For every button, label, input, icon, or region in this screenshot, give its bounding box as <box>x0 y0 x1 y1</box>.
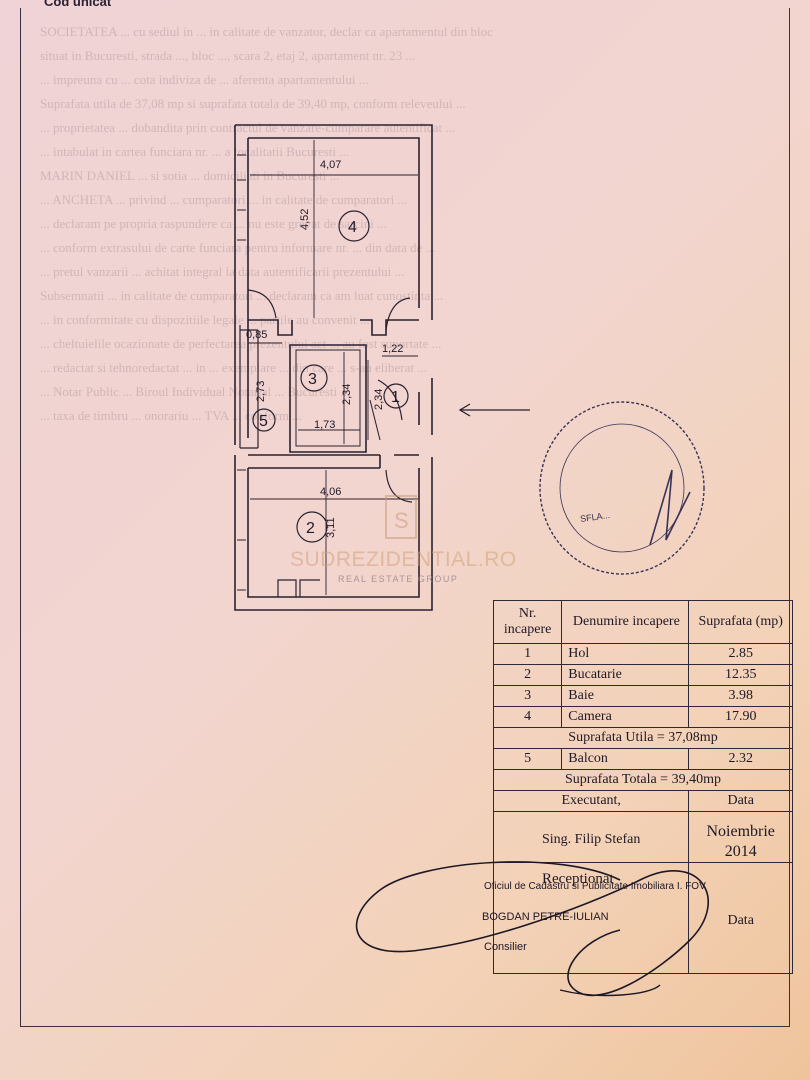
total-area-row: Suprafata Totala = 39,40mp <box>493 769 793 791</box>
dim-room4-depth: 4,52 <box>299 209 311 230</box>
row-name: Baie <box>561 685 690 707</box>
page-frame <box>20 8 790 1027</box>
faint-text-line: Suprafata utila de 37,08 mp si suprafata… <box>40 96 466 111</box>
faint-text-line: ... declaram pe propria raspundere ca ..… <box>40 216 387 231</box>
dim-room4-width: 4,07 <box>320 159 341 171</box>
watermark-tagline: REAL ESTATE GROUP <box>338 574 459 584</box>
row-area: 2.32 <box>688 748 793 770</box>
plan-inner-wall-line <box>247 137 420 598</box>
reception-cell: Receptionat Oficiul de Cadastru si Publi… <box>482 862 706 974</box>
dim-balcony-depth: 2,73 <box>255 381 267 402</box>
room-number-2: 2 <box>306 520 315 537</box>
faint-text-line: ... Notar Public ... Biroul Individual N… <box>40 384 351 399</box>
faint-text-line: situat in Bucuresti, strada ..., bloc ..… <box>40 48 416 63</box>
faint-text-line: ... cheltuielile ocazionate de perfectar… <box>40 336 442 351</box>
faint-text-line: ... pretul vanzarii ... achitat integral… <box>40 264 405 279</box>
useful-area-total: Suprafata Utila = 37,08mp <box>493 727 793 749</box>
received-role: Consilier <box>484 941 527 953</box>
room-number-1: 1 <box>391 389 400 406</box>
row-nr: 2 <box>492 664 563 686</box>
room-number-3: 3 <box>308 371 317 388</box>
dim-bath-width: 1,73 <box>314 419 335 431</box>
faint-text-line: ... redactat si tehnoredactat ... in ...… <box>40 360 427 375</box>
row-area: 3.98 <box>688 685 793 707</box>
table-row: 4 Camera 17.90 <box>492 706 793 728</box>
faint-text-line: ... intabulat in cartea funciara nr. ...… <box>40 144 349 159</box>
executant-row: Sing. Filip Stefan Noiembrie 2014 <box>492 811 793 863</box>
table-row: 5 Balcon 2.32 <box>492 748 793 770</box>
row-nr: 4 <box>492 706 563 728</box>
executant-name: Sing. Filip Stefan <box>492 811 690 863</box>
header-nr: Nr. incapere <box>492 600 563 644</box>
document-code-label: Cod unicat <box>44 0 112 9</box>
svg-text:S: S <box>394 508 409 533</box>
total-area: Suprafata Totala = 39,40mp <box>493 769 793 791</box>
dim-bath-depth: 2,34 <box>341 384 353 405</box>
faint-text-line: Subsemnatii ... in calitate de cumparato… <box>40 288 444 303</box>
dim-hall-depth: 2,34 <box>373 389 385 410</box>
faint-text-line: ... impreuna cu ... cota indiviza de ...… <box>40 72 369 87</box>
executant-date: Noiembrie 2014 <box>688 811 793 863</box>
room-number-4: 4 <box>348 219 357 236</box>
received-by: BOGDAN PETRE-IULIAN <box>482 911 609 923</box>
area-table-header: Nr. incapere Denumire incapere Suprafata… <box>492 600 793 644</box>
header-area: Suprafata (mp) <box>688 600 793 644</box>
row-name: Hol <box>561 643 690 665</box>
plan-outer-wall <box>234 124 433 611</box>
office-name: Oficiul de Cadastru si Publicitate Imobi… <box>484 881 706 892</box>
executant-header-row: Executant, Data <box>492 790 793 812</box>
faint-text-line: ... in conformitate cu dispozitiile lega… <box>40 312 370 327</box>
dim-kitchen-width: 4,06 <box>320 486 341 498</box>
room-number-5: 5 <box>259 413 268 430</box>
entrance-arrow <box>458 403 530 417</box>
watermark-brand: SUDREZIDENTIAL.RO <box>290 548 517 571</box>
row-name: Bucatarie <box>561 664 690 686</box>
table-row: 1 Hol 2.85 <box>492 643 793 665</box>
faint-text-line: MARIN DANIEL ... si sotia ... domiciliat… <box>40 168 340 183</box>
faint-text-line: ... ANCHETA ... privind ... cumparatori … <box>40 192 408 207</box>
row-nr: 3 <box>492 685 563 707</box>
faint-text-line: SOCIETATEA ... cu sediul in ... in calit… <box>40 24 493 39</box>
faint-text-line: ... proprietatea ... dobandita prin cont… <box>40 120 456 135</box>
row-area: 17.90 <box>688 706 793 728</box>
row-name: Balcon <box>561 748 690 770</box>
area-table: Nr. incapere Denumire incapere Suprafata… <box>482 600 793 974</box>
reception-row: Receptionat Oficiul de Cadastru si Publi… <box>482 862 793 974</box>
background-contract-text: SOCIETATEA ... cu sediul in ... in calit… <box>40 20 770 580</box>
reception-date-label: Data <box>688 862 793 974</box>
executant-label: Executant, <box>492 790 690 812</box>
executant-date-label: Data <box>688 790 793 812</box>
official-stamp <box>539 401 705 575</box>
dim-balcony-width: 0,85 <box>246 329 267 341</box>
table-row: 2 Bucatarie 12.35 <box>492 664 793 686</box>
row-area: 12.35 <box>688 664 793 686</box>
faint-text-line: ... taxa de timbru ... onorariu ... TVA … <box>40 408 303 423</box>
row-name: Camera <box>561 706 690 728</box>
row-nr: 5 <box>492 748 563 770</box>
row-area: 2.85 <box>688 643 793 665</box>
row-nr: 1 <box>492 643 563 665</box>
watermark-logo: S <box>385 495 417 539</box>
header-name: Denumire incapere <box>561 600 690 644</box>
dim-hall-width: 1,22 <box>382 343 403 355</box>
dim-kitchen-depth: 3,11 <box>325 517 337 538</box>
table-row: 3 Baie 3.98 <box>492 685 793 707</box>
useful-area-row: Suprafata Utila = 37,08mp <box>493 727 793 749</box>
faint-text-line: ... conform extrasului de carte funciara… <box>40 240 436 255</box>
